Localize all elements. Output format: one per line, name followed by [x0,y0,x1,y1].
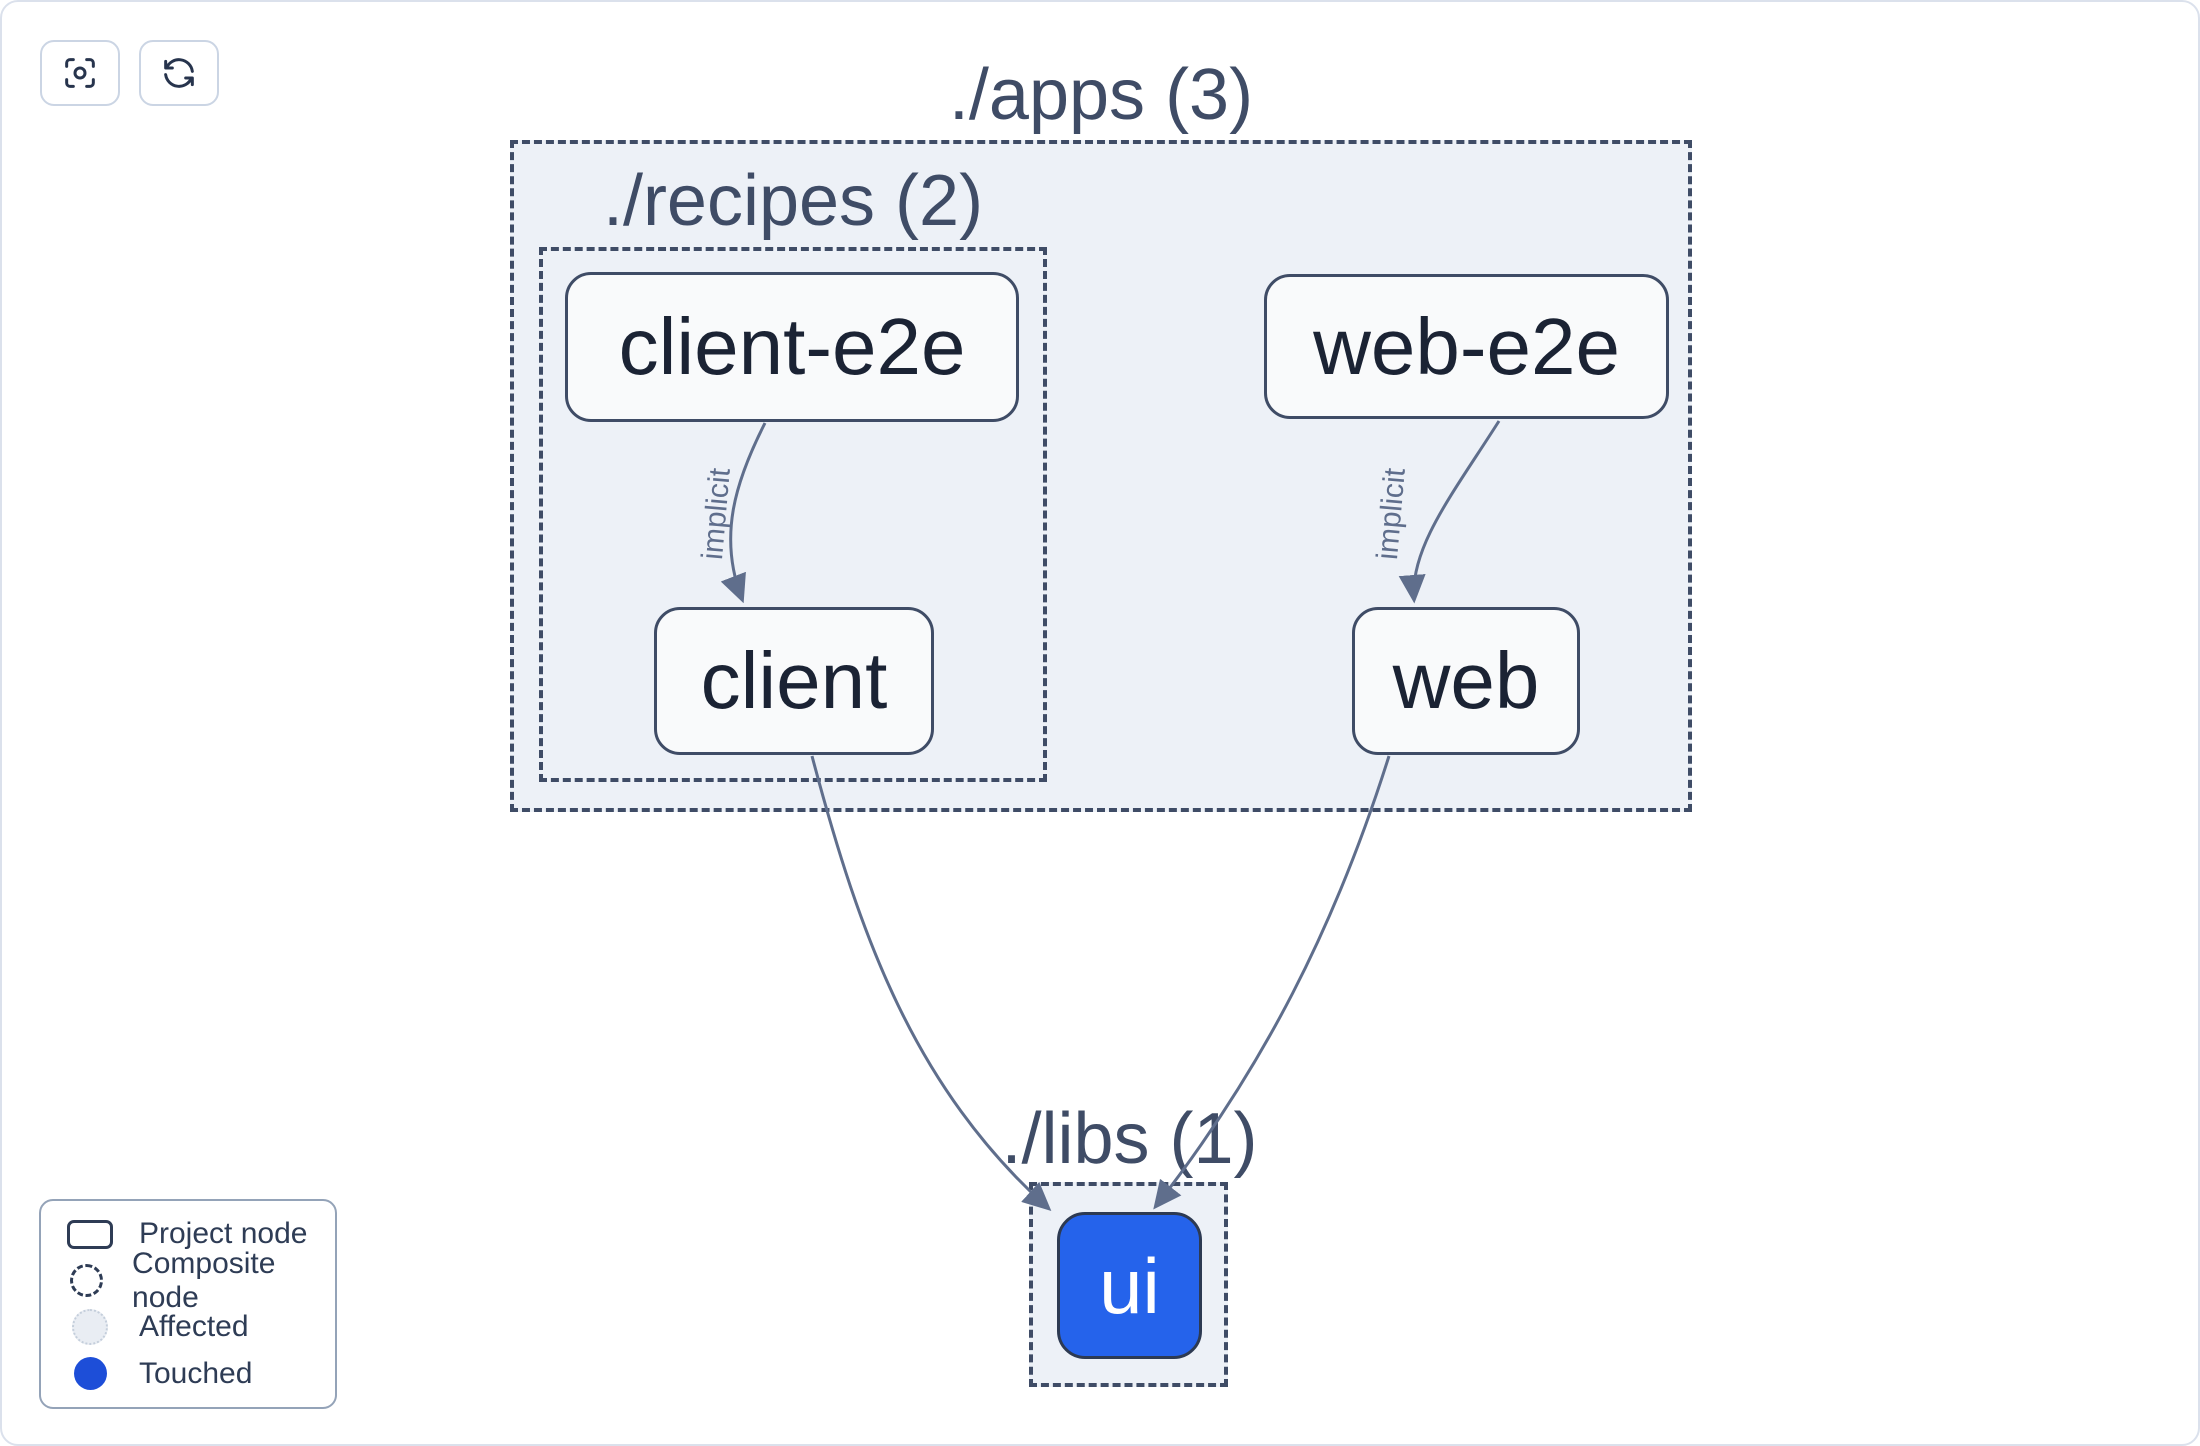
node-ui-touched[interactable]: ui [1057,1212,1202,1359]
node-label: ui [1099,1241,1160,1330]
touched-icon [73,1357,107,1391]
edge-client-ui[interactable] [810,755,1052,1212]
group-title-recipes: ./recipes (2) [602,161,984,241]
legend-item-touched: Touched [41,1351,335,1397]
group-title-libs: ./libs (1) [1001,1099,1258,1179]
composite-node-icon [70,1264,104,1298]
edge-web-ui[interactable] [1153,755,1391,1210]
node-client[interactable]: client [654,607,934,755]
legend-item-label: Affected [139,1310,249,1344]
legend-item-composite-node: Composite node [41,1247,335,1314]
node-label: web-e2e [1313,301,1620,391]
edge-web-e2e-web[interactable] [1398,420,1501,604]
node-web-e2e[interactable]: web-e2e [1264,274,1669,419]
project-node-icon [67,1219,113,1249]
node-web[interactable]: web [1352,607,1580,755]
node-client-e2e[interactable]: client-e2e [565,272,1019,422]
group-title-apps: ./apps (3) [948,55,1254,135]
legend-panel: Project node Composite node Affected Tou… [39,1199,337,1409]
node-label: client [700,636,888,725]
legend-item-project-node: Project node [41,1211,335,1257]
toolbar [40,40,219,106]
node-label: web [1392,636,1540,725]
node-label: client-e2e [618,302,966,391]
focus-button[interactable] [40,40,120,106]
focus-icon [65,58,95,88]
legend-item-label: Composite node [132,1246,276,1314]
legend-item-affected: Affected [41,1304,335,1350]
legend-item-label: Touched [139,1356,253,1390]
refresh-icon [164,58,194,88]
affected-icon [72,1309,108,1346]
edge-client-e2e-client[interactable] [720,422,767,604]
legend-item-label: Project node [139,1217,308,1251]
refresh-button[interactable] [139,40,219,106]
